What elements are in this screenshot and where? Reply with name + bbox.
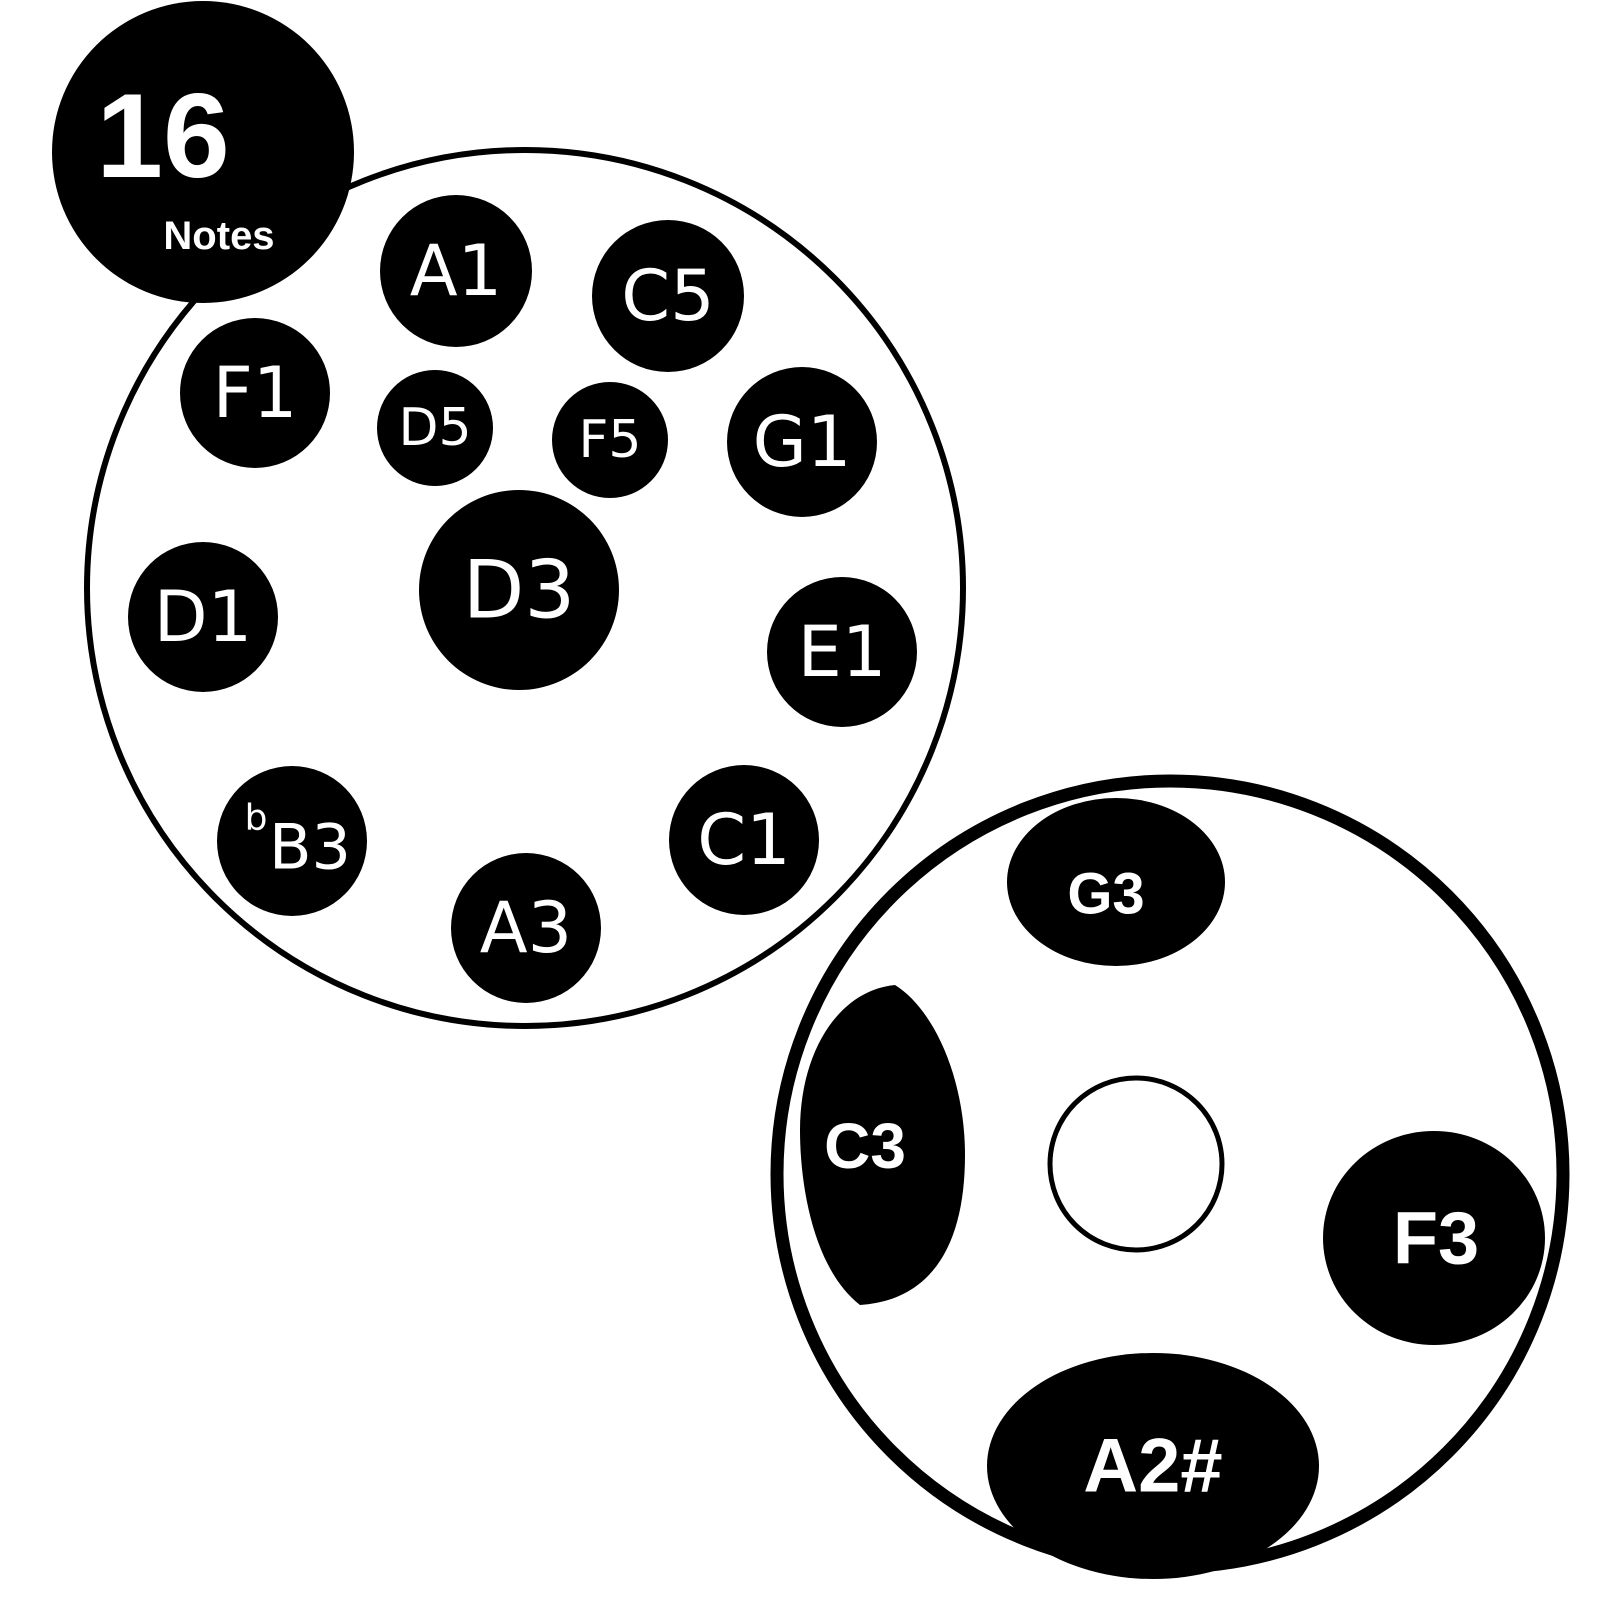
note-f1-tongue [180, 318, 330, 468]
note-e1: E1 [767, 577, 917, 727]
note-a2sharp-label: A2# [1083, 1424, 1222, 1509]
note-d5: D5 [377, 370, 493, 486]
note-f3-tongue [1323, 1131, 1545, 1345]
badge-label: Notes [163, 214, 274, 258]
note-a3-tongue [451, 853, 601, 1003]
note-c3-label: C3 [824, 1110, 906, 1182]
note-d5-label: D5 [398, 398, 471, 458]
note-bflat3: b B3 [217, 766, 367, 916]
note-f1-label: F1 [213, 352, 298, 434]
note-g3-tongue [1007, 798, 1225, 966]
note-d3-tongue [419, 490, 619, 690]
note-d1-tongue [128, 542, 278, 692]
badge-count: 16 [96, 69, 229, 203]
note-a2sharp-tongue [987, 1353, 1319, 1579]
note-bflat3-label: B3 [269, 811, 351, 884]
note-d3: D3 [419, 490, 619, 690]
note-a3-label: A3 [480, 887, 572, 969]
top-drum-face: A1 C5 F1 D5 F5 G1 D3 D1 [84, 147, 966, 1029]
note-f5-tongue [552, 382, 668, 498]
note-a2sharp: A2# [987, 1353, 1319, 1579]
note-c5: C5 [592, 220, 744, 372]
note-d5-tongue [377, 370, 493, 486]
note-e1-label: E1 [798, 611, 887, 693]
note-g1-tongue [727, 367, 877, 517]
note-g1-label: G1 [753, 401, 852, 483]
note-a1-label: A1 [410, 230, 502, 312]
badge-circle [52, 1, 354, 303]
note-c3-tongue [800, 985, 965, 1305]
note-d3-label: D3 [463, 544, 576, 637]
note-c5-tongue [592, 220, 744, 372]
note-c1-label: C1 [697, 799, 790, 881]
note-d1: D1 [128, 542, 278, 692]
note-c3: C3 [800, 985, 965, 1305]
note-f3-label: F3 [1393, 1197, 1479, 1280]
note-f5: F5 [552, 382, 668, 498]
note-c1: C1 [669, 765, 819, 915]
note-a3: A3 [451, 853, 601, 1003]
note-f1: F1 [180, 318, 330, 468]
note-g3: G3 [1007, 798, 1225, 966]
notes-count-badge: 16 Notes [52, 1, 354, 303]
note-c5-label: C5 [621, 255, 714, 337]
note-bflat3-tongue [217, 766, 367, 916]
note-d1-label: D1 [154, 576, 252, 658]
note-f3: F3 [1323, 1131, 1545, 1345]
center-sound-hole [1047, 1075, 1225, 1253]
note-g1: G1 [727, 367, 877, 517]
note-bflat3-flat-sign: b [245, 798, 268, 839]
note-a1: A1 [380, 195, 532, 347]
note-f5-label: F5 [579, 410, 642, 470]
note-c1-tongue [669, 765, 819, 915]
note-g3-label: G3 [1067, 862, 1144, 927]
note-e1-tongue [767, 577, 917, 727]
bottom-drum-face: G3 C3 F3 A2# [770, 774, 1570, 1579]
note-a1-tongue [380, 195, 532, 347]
